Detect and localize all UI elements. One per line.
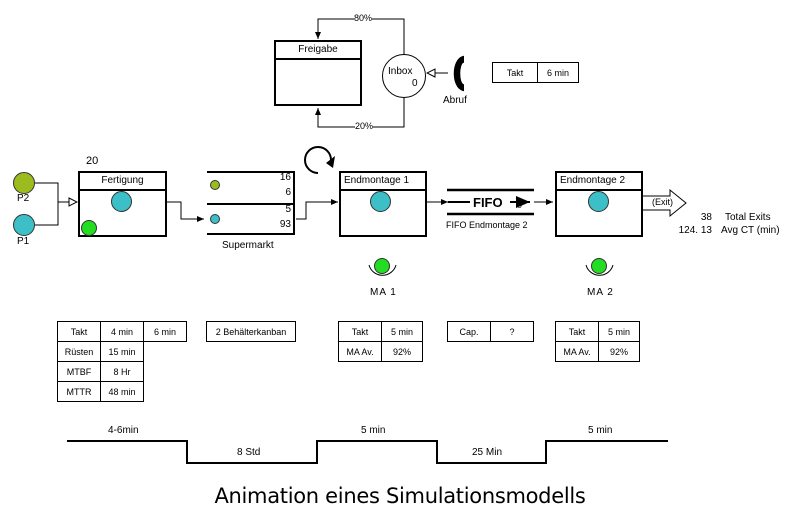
supermarkt-endmontage1-line: [296, 199, 338, 220]
inbox-node[interactable]: [382, 54, 426, 98]
cell: ?: [490, 321, 534, 342]
cell: MA Av.: [338, 341, 382, 362]
cell: Takt: [555, 321, 599, 342]
fertigung-title: Fertigung: [80, 173, 165, 191]
circular-arrow-icon: [304, 146, 332, 174]
fifo-table: Cap.?: [447, 321, 534, 342]
page-caption: Animation eines Simulationsmodells: [214, 484, 586, 508]
inbox-count: 0: [412, 78, 418, 89]
fifo-label: FIFO: [472, 195, 504, 210]
fertigung-status-indicator: [81, 220, 97, 236]
worker-arc-1: [368, 264, 397, 276]
worker-ma2[interactable]: [591, 258, 607, 274]
cell: 2 Behälterkanban: [206, 321, 296, 342]
supermarkt-label: Supermarkt: [222, 240, 274, 251]
timeline-label: 8 Std: [237, 447, 261, 458]
worker-ma1-label: MA 1: [370, 287, 397, 298]
exit-arrow-shape: [643, 188, 687, 218]
source-p2[interactable]: [13, 172, 35, 194]
supermarkt-slot1-top: 16: [279, 172, 291, 183]
cell: Cap.: [447, 321, 491, 342]
cell: 4 min: [100, 321, 144, 342]
cell: Takt: [492, 62, 538, 83]
fertigung-table: Takt 4 min 6 min Rüsten 15 min MTBF 8 Hr…: [57, 321, 187, 402]
p2-line: [35, 182, 59, 202]
cell: 48 min: [100, 381, 144, 402]
cell: 5 min: [381, 321, 423, 342]
cell: 6 min: [143, 321, 187, 342]
timeline-label: 4-6min: [108, 425, 139, 436]
telephone-icon: [453, 55, 464, 92]
supermarkt-box[interactable]: [207, 171, 295, 235]
cell: MTBF: [57, 361, 101, 382]
cell: Rüsten: [57, 341, 101, 362]
worker-arc-2: [585, 264, 614, 276]
cell: 92%: [381, 341, 423, 362]
avg-ct-value: 124. 13: [678, 225, 712, 236]
avg-ct-label: Avg CT (min): [721, 225, 780, 236]
fertigung-queue-count: 20: [86, 155, 99, 167]
supermarkt-slot2-bottom: 93: [279, 219, 291, 230]
source-p1[interactable]: [13, 214, 35, 236]
cell: 8 Hr: [100, 361, 144, 382]
cell: MTTR: [57, 381, 101, 402]
p1-line: [35, 202, 59, 226]
supermarkt-part-p2: [210, 180, 220, 190]
source-p2-label: P2: [17, 193, 30, 204]
route-20-label: 20%: [355, 121, 374, 131]
abruf-label: Abruf: [443, 95, 467, 106]
cell: 92%: [598, 341, 640, 362]
cell: 5 min: [598, 321, 640, 342]
total-exits-value: 38: [700, 212, 712, 223]
cell: Takt: [338, 321, 382, 342]
supermarkt-slot2-top: 5: [285, 204, 291, 215]
cell: 15 min: [100, 341, 144, 362]
inbox-label: Inbox: [388, 66, 413, 77]
cell: 6 min: [537, 62, 579, 83]
endmontage1-title: Endmontage 1: [341, 173, 425, 191]
fertigung-part: [111, 191, 132, 212]
timeline-label: 5 min: [361, 425, 386, 436]
cell: Takt: [57, 321, 101, 342]
endmontage1-part: [370, 191, 391, 212]
fertigung-supermarkt-line: [166, 201, 204, 222]
timeline-label: 5 min: [588, 425, 613, 436]
freigabe-box[interactable]: Freigabe: [274, 40, 362, 106]
exit-label: (Exit): [652, 197, 673, 207]
endmontage2-part: [588, 191, 609, 212]
timeline-label: 25 Min: [472, 447, 503, 458]
worker-ma2-label: MA 2: [587, 287, 614, 298]
route-80-label: 80%: [354, 13, 373, 23]
supermarkt-part-p1: [210, 214, 220, 224]
cell: MA Av.: [555, 341, 599, 362]
source-p1-label: P1: [17, 236, 30, 247]
timeline-line: [67, 440, 668, 464]
endmontage2-title: Endmontage 2: [557, 173, 641, 191]
freigabe-title: Freigabe: [276, 42, 360, 60]
fifo-sublabel: FIFO Endmontage 2: [446, 220, 528, 230]
fifo-count: 0: [517, 200, 523, 210]
kanban-table: 2 Behälterkanban: [206, 321, 296, 342]
supermarkt-slot1-bottom: 6: [285, 187, 291, 198]
total-exits-label: Total Exits: [725, 212, 771, 223]
worker-ma1[interactable]: [374, 258, 390, 274]
